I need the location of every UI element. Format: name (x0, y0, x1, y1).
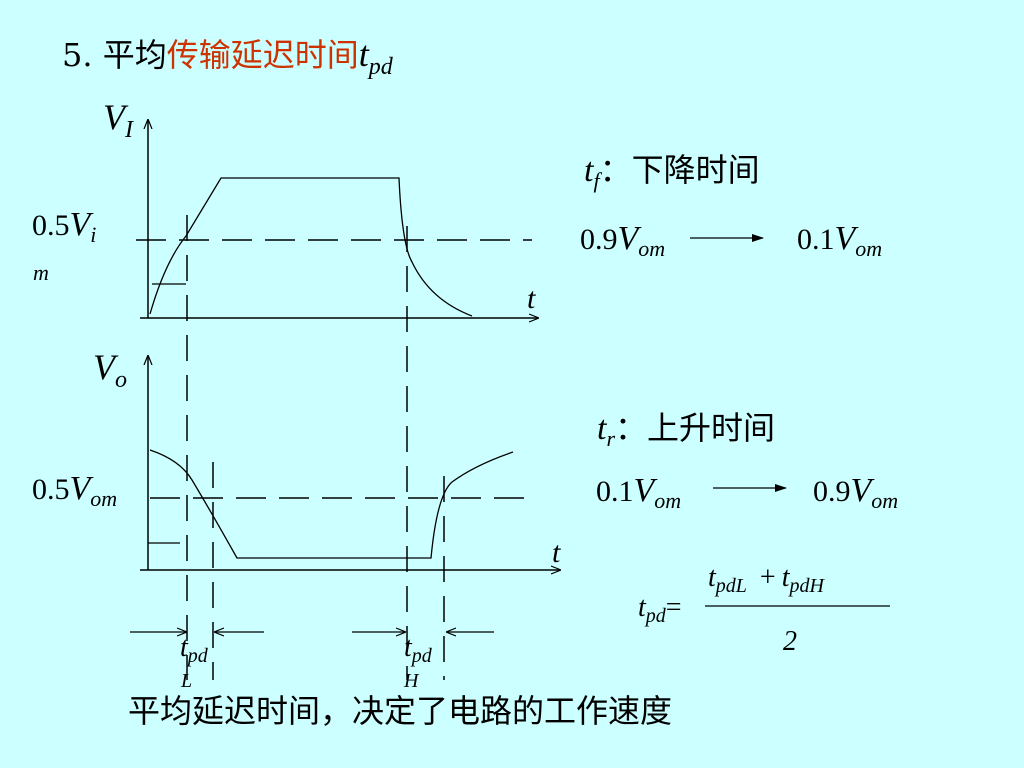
fall-time-to: 0.1Vom (797, 220, 883, 262)
output-axis-label: Vo (93, 347, 127, 393)
tpdh-label: tpd (404, 632, 432, 668)
input-threshold-label: 0.5Vi (32, 206, 97, 248)
title-highlight: 传输延迟时间 (166, 36, 359, 74)
formula-denominator: 2 (783, 626, 797, 657)
title-symbol: t (358, 34, 369, 74)
tpdl-label-sub2: L (181, 670, 193, 692)
rise-time-from: 0.1Vom (596, 472, 682, 514)
input-time-label: t (527, 282, 536, 315)
tpdl-label: tpd (180, 632, 208, 668)
footer-caption: 平均延迟时间，决定了电路的工作速度 (128, 692, 673, 730)
output-time-label: t (552, 536, 561, 569)
tpdh-label-sub2: H (404, 670, 419, 692)
formula-numerator: tpdL +tpdH (708, 562, 824, 598)
fall-time-from: 0.9Vom (580, 220, 666, 262)
slide-title: 5. 平均传输延迟时间tpd (62, 30, 393, 80)
output-waveform-curve (149, 449, 514, 559)
title-symbol-sub: pd (368, 53, 393, 80)
input-threshold-sub-wrap: m (33, 260, 49, 285)
title-prefix: 5. 平均 (62, 36, 167, 74)
rise-time-to: 0.9Vom (813, 472, 899, 514)
rise-time-heading: tr：上升时间 (597, 409, 776, 452)
formula-lhs: tpd= (638, 592, 682, 628)
input-axis-label: VI (103, 97, 133, 143)
fall-time-heading: tf：下降时间 (584, 151, 760, 194)
input-waveform-curve (149, 177, 473, 317)
output-threshold-label: 0.5Vom (32, 470, 118, 512)
